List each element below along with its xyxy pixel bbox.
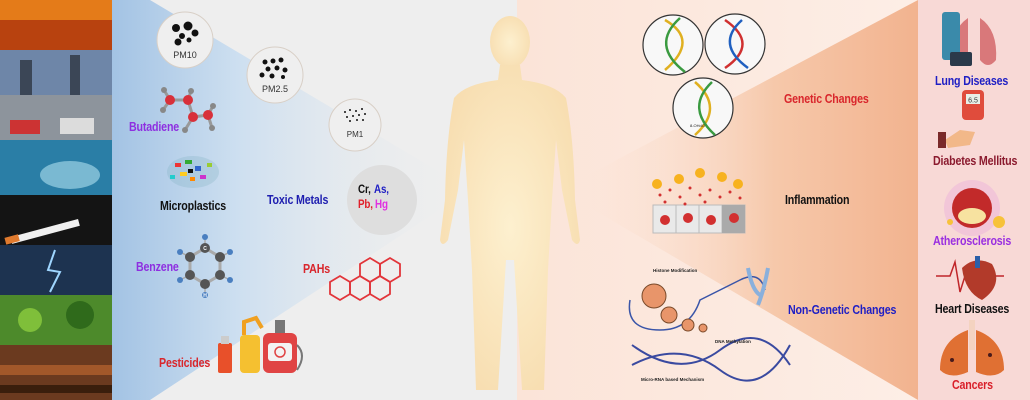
- microplastics-icon: [167, 156, 219, 188]
- pm1-icon: PM1: [328, 98, 382, 152]
- inflammation-label: Inflammation: [785, 192, 850, 207]
- metal-as: As,: [374, 182, 389, 196]
- pesticides-icon: [218, 315, 303, 373]
- metal-pb: Pb,: [358, 197, 373, 211]
- pesticides-label: Pesticides: [159, 355, 211, 370]
- butadiene-molecule-icon: [160, 87, 216, 133]
- carbon-atom-label: C: [203, 246, 207, 252]
- glucometer-icon: 6.5: [938, 90, 984, 148]
- butadiene-label: Butadiene: [129, 119, 180, 134]
- artery-plaque-icon: [944, 180, 1005, 236]
- disease-diabetes-mellitus: Diabetes Mellitus: [933, 153, 1018, 168]
- pm25-label: PM2.5: [262, 84, 288, 94]
- pm25-icon: PM2.5: [246, 46, 304, 104]
- genetic-changes-label: Genetic Changes: [784, 91, 869, 106]
- disease-cancers: Cancers: [952, 377, 993, 392]
- disease-atherosclerosis: Atherosclerosis: [933, 233, 1012, 248]
- toxic-metals-label: Toxic Metals: [267, 192, 329, 207]
- peach-wedge: [560, 0, 918, 400]
- pm1-label: PM1: [347, 130, 364, 139]
- human-body-silhouette: [440, 16, 580, 390]
- glucometer-reading: 6.5: [968, 98, 978, 105]
- benzene-molecule-icon: C H: [177, 234, 233, 299]
- disease-lung-diseases: Lung Diseases: [935, 73, 1009, 88]
- pm10-icon: PM10: [156, 11, 214, 69]
- genetic-changes-dna-icon: 8-OHdG: [642, 13, 766, 139]
- pahs-label: PAHs: [303, 261, 330, 276]
- non-genetic-changes-label: Non-Genetic Changes: [788, 302, 897, 317]
- microplastics-label: Microplastics: [160, 198, 227, 213]
- non-genetic-changes-icon: Histone Modification DNA Methylation Mic…: [628, 267, 791, 382]
- hydrogen-atom-label: H: [203, 293, 207, 299]
- heart-icon: [936, 256, 1004, 300]
- pahs-hexagons-icon: [329, 256, 401, 302]
- toxic-metals-icon: [347, 165, 417, 235]
- micro-rna-label: Micro-RNA based Mechanism: [641, 377, 704, 382]
- lung-inhaler-icon: [942, 12, 997, 66]
- lung-cancer-icon: [940, 320, 1004, 376]
- disease-heart-diseases: Heart Diseases: [935, 301, 1010, 316]
- 8-ohdg-label: 8-OHdG: [690, 123, 705, 128]
- metal-hg: Hg: [375, 197, 388, 211]
- benzene-label: Benzene: [136, 259, 179, 274]
- metal-cr: Cr,: [358, 182, 371, 196]
- blue-wedge: [112, 0, 470, 400]
- pollution-photo-strip: [0, 0, 112, 400]
- pm10-label: PM10: [173, 50, 197, 60]
- histone-modification-label: Histone Modification: [653, 268, 697, 273]
- inflammation-icon: [652, 168, 746, 234]
- dna-methylation-label: DNA Methylation: [715, 339, 751, 344]
